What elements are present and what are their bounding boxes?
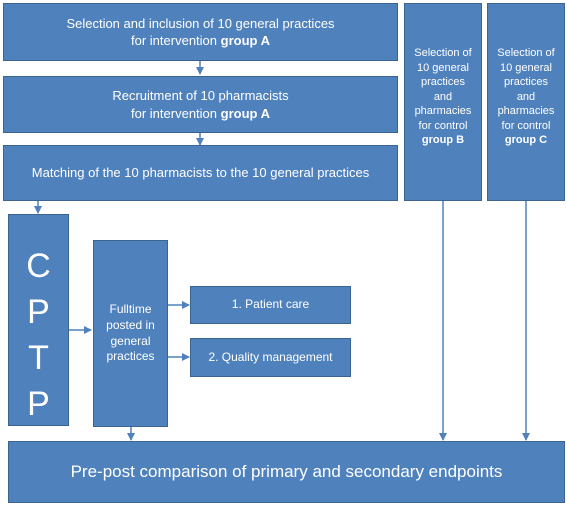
box-b-line-3: practices [420, 76, 465, 89]
cptp-box: C P T P [8, 214, 69, 426]
box-b-group-label: group B [421, 134, 465, 147]
endpoints-text: Pre-post comparison of primary and secon… [70, 461, 503, 481]
patient-care-text: 1. Patient care [231, 297, 310, 312]
patient-care-box: 1. Patient care [190, 286, 351, 324]
cptp-letter-c: C [26, 247, 51, 285]
box-b-line-2: 10 general [416, 61, 469, 74]
cptp-letter-p1: P [27, 293, 50, 331]
endpoints-comparison-box: Pre-post comparison of primary and secon… [8, 441, 565, 503]
box-c-line-2: 10 general [499, 61, 552, 74]
box-c-line-3: practices [503, 76, 548, 89]
box-c-group-label: group C [504, 134, 548, 147]
box-a2-line2-prefix: for intervention [131, 105, 221, 121]
box-a1-line2-prefix: for intervention [131, 33, 221, 48]
group-a-pharmacist-recruitment-box: Recruitment of 10 pharmacists for interv… [3, 76, 398, 133]
fulltime-posting-box: Fulltime posted in general practices [93, 240, 168, 427]
cptp-letter-p2: P [27, 385, 50, 423]
box-a2-group-label: group A [220, 105, 270, 121]
fulltime-line-1: Fulltime [109, 301, 152, 316]
box-c-line-5: pharmacies [497, 105, 555, 118]
pharmacist-matching-box: Matching of the 10 pharmacists to the 10… [3, 145, 398, 201]
box-c-line-4: and [516, 90, 536, 103]
box-c-line-6: for control [501, 119, 551, 132]
box-b-line-1: Selection of [414, 47, 472, 59]
control-group-c-box: Selection of 10 general practices and ph… [487, 3, 565, 201]
box-a3-text: Matching of the 10 pharmacists to the 10… [31, 165, 370, 181]
box-a1-group-label: group A [220, 33, 270, 48]
cptp-letter-t: T [28, 339, 49, 377]
box-b-line-5: pharmacies [414, 105, 472, 118]
fulltime-line-4: practices [106, 349, 155, 364]
box-b-line-4: and [433, 90, 453, 103]
box-b-line-6: for control [418, 119, 468, 132]
fulltime-line-3: general [110, 333, 151, 348]
quality-management-text: 2. Quality management [208, 349, 333, 364]
box-a2-line1: Recruitment of 10 pharmacists [112, 88, 289, 104]
control-group-b-box: Selection of 10 general practices and ph… [404, 3, 482, 201]
quality-management-box: 2. Quality management [190, 338, 351, 377]
box-c-line-1: Selection of [497, 47, 555, 59]
box-a1-line1: Selection and inclusion of 10 general pr… [66, 15, 335, 31]
fulltime-line-2: posted in [106, 317, 155, 332]
group-a-practice-selection-box: Selection and inclusion of 10 general pr… [3, 3, 398, 61]
